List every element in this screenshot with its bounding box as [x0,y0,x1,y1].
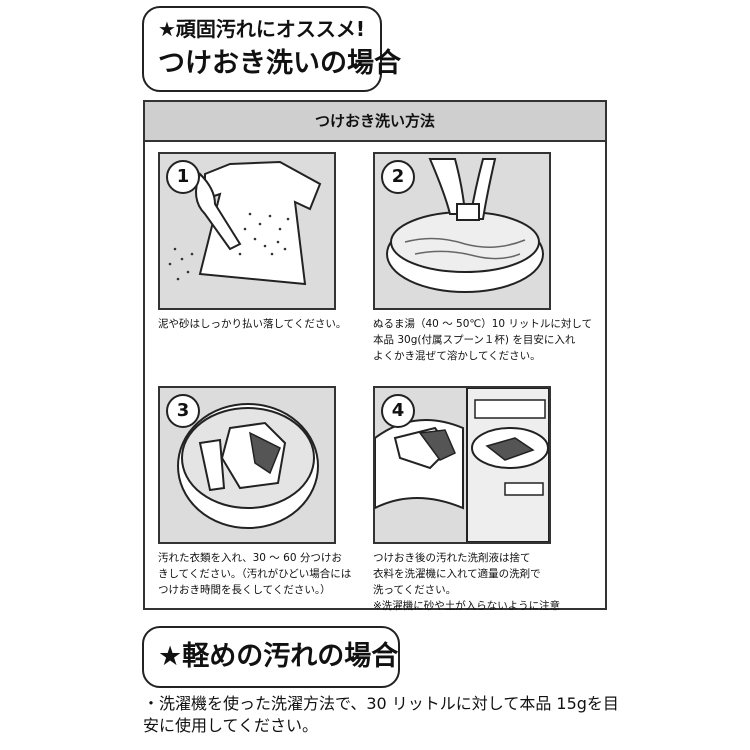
step-2: 2 ぬるま湯（40 ～ 50℃）10 リットルに対して 本品 30g(付属スプー… [373,152,592,364]
heavy-stain-label: ★頑固汚れにオススメ! つけおき洗いの場合 [142,6,401,92]
step-3: 3 汚れた衣類を入れ、30 ～ 60 分つけお きしてください。（汚れがひどい場… [158,386,351,598]
light-stain-label: ★軽めの汚れの場合 [142,626,400,688]
light-stain-instructions: ・洗濯機を使った洗濯方法で、30 リットルに対して本品 15gを目安に使用してく… [143,694,619,735]
step-1: 1 泥や砂はしっかり払い落してください。 [158,152,346,332]
step-2-text: ぬるま湯（40 ～ 50℃）10 リットルに対して 本品 30g(付属スプーン１… [373,318,593,362]
soak-wash-title: つけおき洗いの場合 [158,48,401,79]
step-number-badge: 2 [381,160,415,194]
step-3-illustration: 3 [158,386,336,544]
step-3-text: 汚れた衣類を入れ、30 ～ 60 分つけお きしてください。（汚れがひどい場合に… [158,552,352,596]
step-4: 4 つけおき後の汚れた洗剤液は捨て 衣料を洗濯機に入れて適量の洗剤で 洗ってくだ… [373,386,560,614]
step-4-illustration: 4 [373,386,551,544]
step-number-badge: 1 [166,160,200,194]
light-stain-title: ★軽めの汚れの場合 [158,641,399,672]
method-title: つけおき洗い方法 [145,102,605,142]
step-1-illustration: 1 [158,152,336,310]
step-4-text: つけおき後の汚れた洗剤液は捨て 衣料を洗濯機に入れて適量の洗剤で 洗ってください… [373,552,561,612]
step-number-badge: 3 [166,394,200,428]
step-2-illustration: 2 [373,152,551,310]
step-1-text: 泥や砂はしっかり払い落してください。 [158,318,347,330]
step-number-badge: 4 [381,394,415,428]
heavy-stain-recommend: ★頑固汚れにオススメ! [158,17,366,41]
